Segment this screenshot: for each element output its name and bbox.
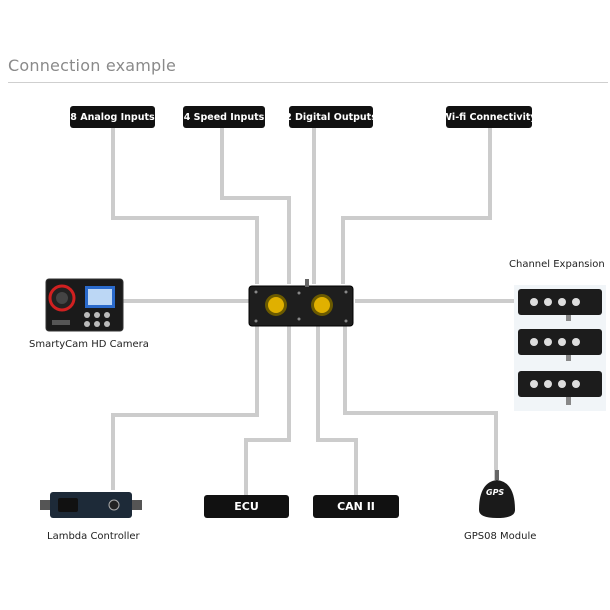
wire-wifi bbox=[341, 128, 492, 284]
wire-canii bbox=[316, 326, 358, 497]
wire-gps bbox=[343, 326, 498, 480]
port-label: 8 Analog Inputs bbox=[70, 111, 155, 123]
port-wifi: Wi-fi Connectivity bbox=[441, 106, 537, 128]
port-label: CAN II bbox=[337, 500, 375, 513]
channel-expansion-unit bbox=[514, 285, 606, 411]
camera-caption: SmartyCam HD Camera bbox=[29, 339, 149, 350]
port-analog-inputs: 8 Analog Inputs bbox=[70, 106, 155, 128]
gps-caption: GPS08 Module bbox=[464, 531, 537, 542]
port-can-ii: CAN II bbox=[313, 495, 399, 518]
lambda-controller bbox=[40, 492, 142, 518]
port-ecu: ECU bbox=[204, 495, 289, 518]
expansion-caption: Channel Expansion bbox=[509, 259, 605, 270]
wire-speed bbox=[220, 128, 291, 284]
wire-lambda bbox=[111, 326, 259, 490]
gps-badge: GPS bbox=[486, 488, 505, 497]
port-label: 4 Speed Inputs bbox=[183, 111, 265, 123]
port-label: ECU bbox=[234, 500, 259, 513]
title-divider bbox=[8, 82, 608, 83]
central-hub-device bbox=[248, 279, 354, 327]
port-digital-outputs: 2 Digital Outputs bbox=[285, 106, 377, 128]
lambda-caption: Lambda Controller bbox=[47, 531, 140, 542]
port-label: 2 Digital Outputs bbox=[285, 111, 377, 123]
wire-ecu bbox=[244, 326, 291, 497]
page-title: Connection example bbox=[8, 56, 177, 75]
port-speed-inputs: 4 Speed Inputs bbox=[183, 106, 265, 128]
wire-analog bbox=[111, 128, 259, 284]
gps-module bbox=[479, 470, 515, 518]
smartycam-camera bbox=[45, 278, 124, 332]
port-label: Wi-fi Connectivity bbox=[441, 111, 537, 123]
